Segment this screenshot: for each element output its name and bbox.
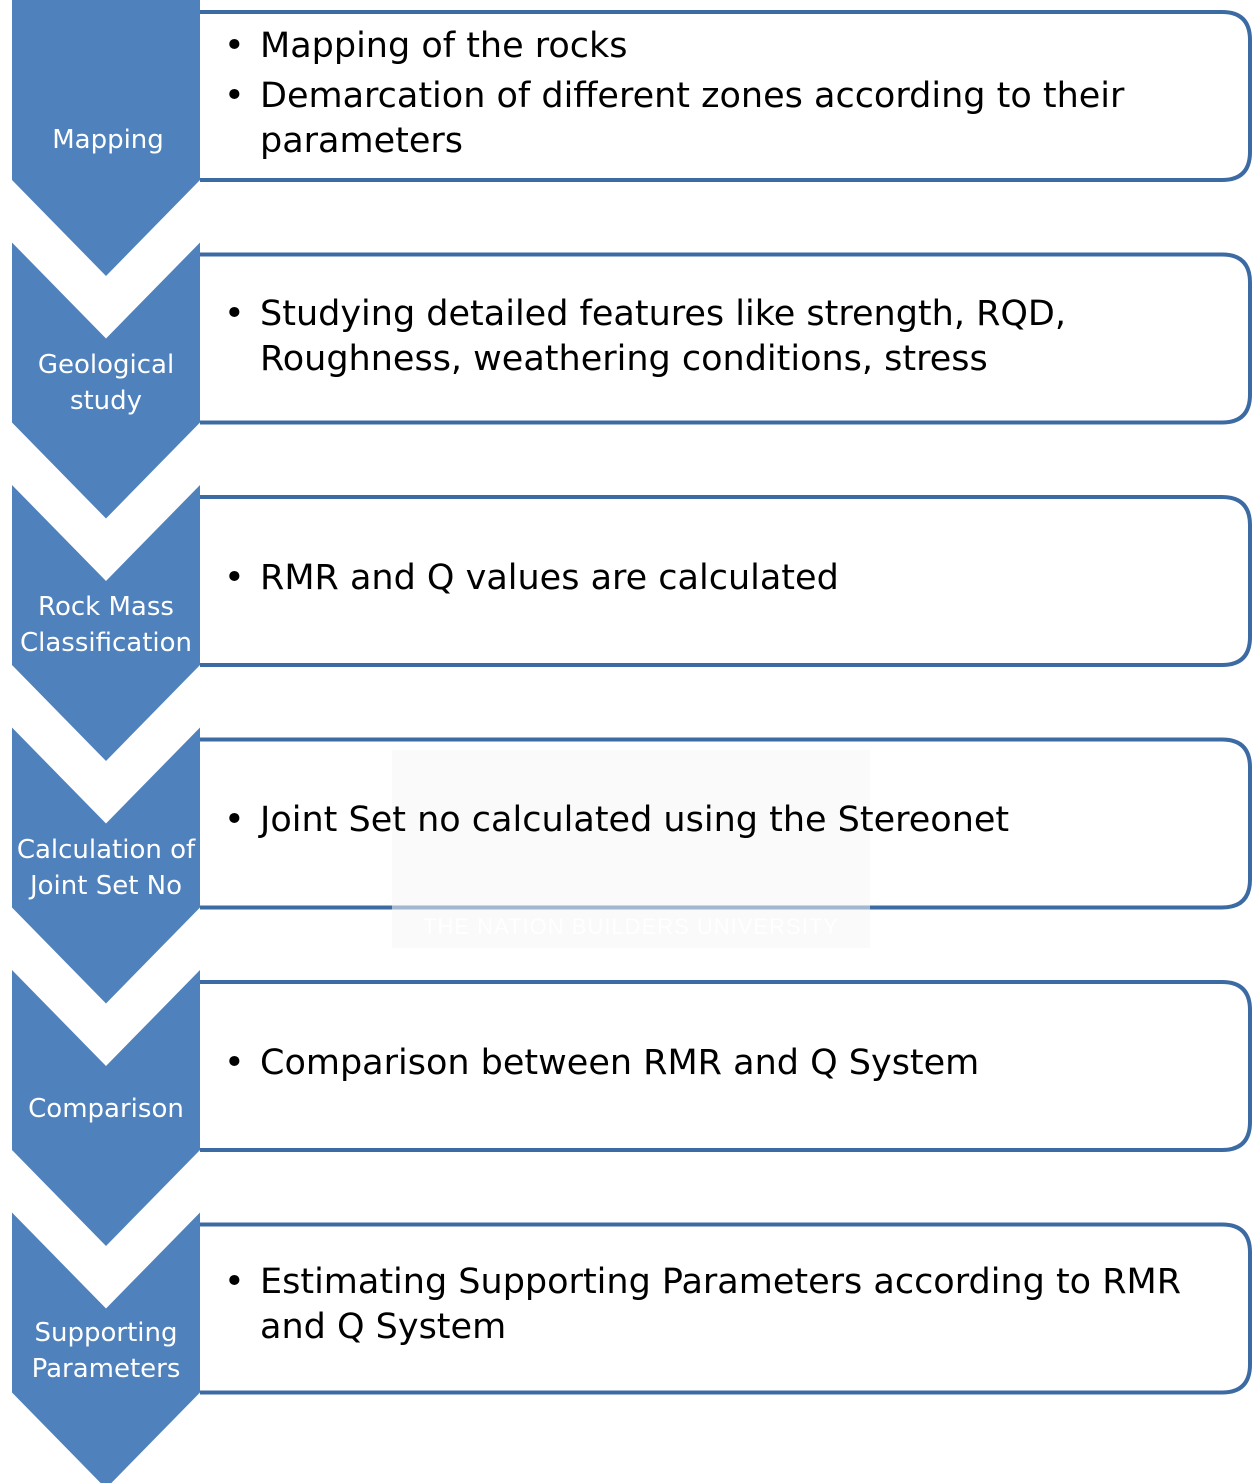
bullet-icon: •	[224, 558, 245, 598]
bullet-icon: •	[224, 76, 245, 116]
step-label-supporting-parameters: Supporting Parameters	[31, 1318, 181, 1384]
bullet-icon: •	[224, 1262, 245, 1302]
step-chevron	[12, 1212, 200, 1483]
step-details-joint-set-calculation: •Joint Set no calculated using the Stere…	[222, 798, 1242, 848]
bullet-icon: •	[224, 1043, 245, 1083]
step-chevron	[12, 0, 200, 276]
step-chevron	[12, 242, 200, 519]
step-details-comparison: •Comparison between RMR and Q System	[222, 1041, 1242, 1091]
step-box	[200, 495, 1252, 667]
bullet-icon: •	[224, 294, 245, 334]
step-details-rock-mass-classification: •RMR and Q values are calculated	[222, 556, 1242, 606]
step-label-mapping: Mapping	[52, 125, 164, 155]
step-box	[200, 980, 1252, 1152]
bullet-icon: •	[224, 800, 245, 840]
step-label-joint-set-calculation: Calculation of Joint Set No	[16, 835, 196, 901]
step-label-geological-study: Geological study	[37, 350, 175, 416]
detail-item: •Studying detailed features like strengt…	[224, 294, 1067, 379]
detail-item: •RMR and Q values are calculated	[222, 556, 1242, 601]
detail-item: •Estimating Supporting Parameters accord…	[224, 1262, 1182, 1347]
step-box	[200, 252, 1252, 425]
detail-item: •Demarcation of different zones accordin…	[224, 76, 1125, 161]
step-chevron	[12, 485, 200, 761]
step-label-rock-mass-classification: Rock Mass Classification	[19, 592, 193, 658]
step-details-geological-study: •Studying detailed features like strengt…	[222, 292, 1242, 387]
bullet-icon: •	[224, 26, 245, 66]
detail-item: •Mapping of the rocks	[222, 24, 1242, 69]
detail-item: •Joint Set no calculated using the Stere…	[222, 798, 1242, 843]
step-details-supporting-parameters: •Estimating Supporting Parameters accord…	[222, 1260, 1242, 1355]
detail-item: •Comparison between RMR and Q System	[222, 1041, 1242, 1086]
step-label-comparison: Comparison	[28, 1094, 184, 1124]
step-chevron	[12, 970, 200, 1246]
step-box	[200, 10, 1252, 182]
step-details-mapping: •Mapping of the rocks •Demarcation of di…	[222, 24, 1242, 169]
watermark: THE NATION BUILDERS UNIVERSITY	[392, 750, 870, 948]
watermark-text: THE NATION BUILDERS UNIVERSITY	[423, 914, 839, 939]
step-chevron	[12, 727, 200, 1004]
step-box	[200, 1222, 1252, 1395]
